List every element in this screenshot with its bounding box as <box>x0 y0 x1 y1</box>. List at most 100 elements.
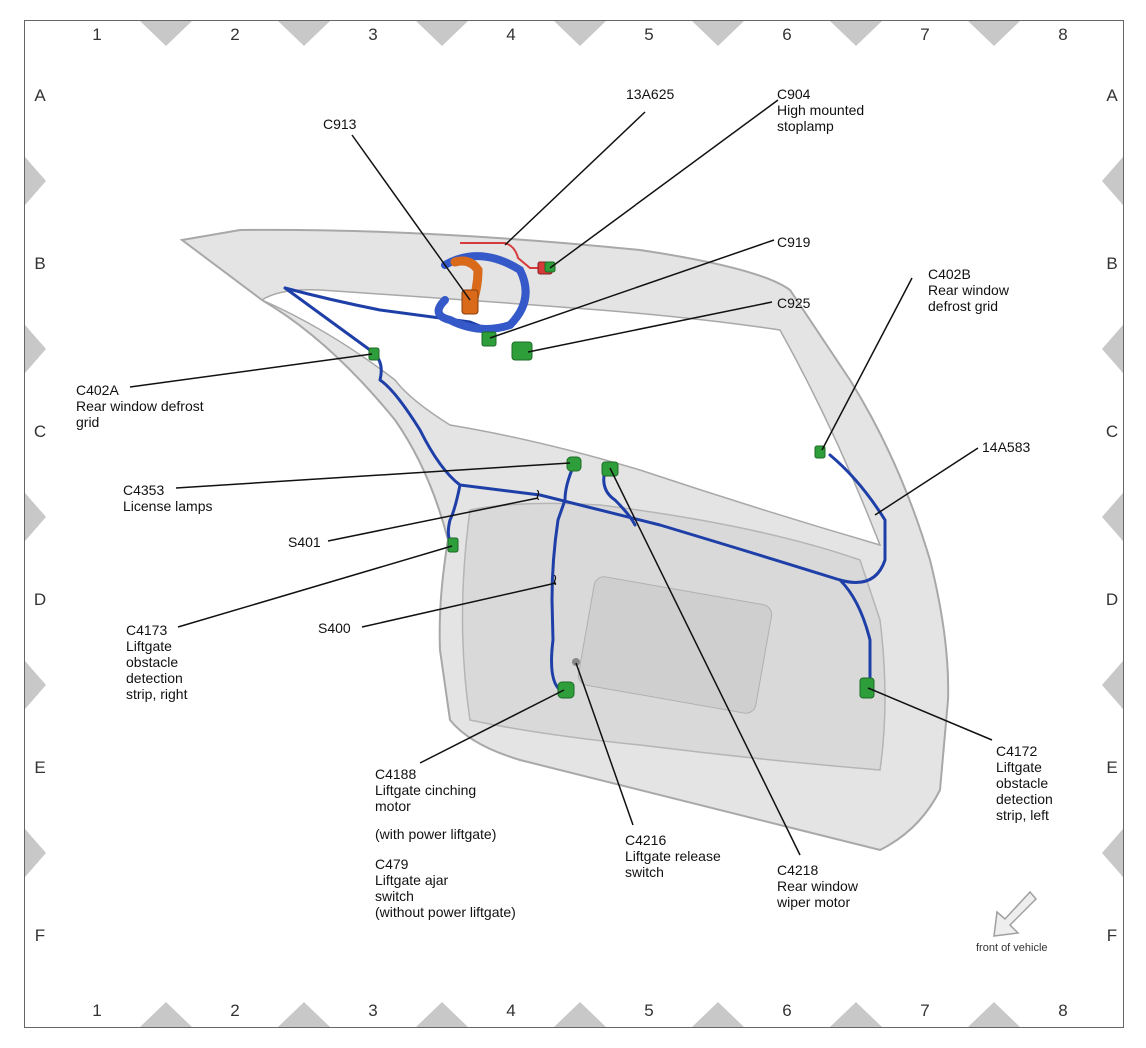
leader-c904 <box>549 99 779 269</box>
grid-row-label-right: D <box>1105 590 1119 609</box>
grid-marker <box>140 1002 192 1027</box>
label-c4218: C4218 Rear window wiper motor <box>777 862 858 910</box>
grid-marker <box>1102 493 1123 541</box>
leader-c913 <box>351 134 471 301</box>
grid-column-label-bottom: 1 <box>92 1001 102 1020</box>
grid-row-label-left: F <box>34 926 46 945</box>
label-13a625: 13A625 <box>626 86 675 102</box>
leader-c4216 <box>575 662 634 826</box>
label-c479: C479 Liftgate ajar switch (without power… <box>375 856 516 920</box>
grid-row-label-left: E <box>34 758 46 777</box>
grid-marker <box>968 1002 1020 1027</box>
grid-row-label-left: C <box>33 422 47 441</box>
grid-column-label-bottom: 7 <box>920 1001 930 1020</box>
grid-marker <box>278 21 330 46</box>
grid-column-label-bottom: 2 <box>230 1001 240 1020</box>
splices: ≀ ≀ <box>535 485 558 589</box>
grid-markers <box>25 21 1123 1027</box>
leader-c4172 <box>867 687 993 741</box>
connector-c4173 <box>447 537 459 553</box>
license-plate-recess <box>577 576 773 714</box>
grid-marker <box>25 829 46 877</box>
leader-c402a <box>129 353 373 388</box>
liftgate-panel <box>179 228 950 852</box>
grid-column-label-top: 1 <box>92 25 102 44</box>
grid-marker <box>25 325 46 373</box>
grid-marker <box>692 1002 744 1027</box>
grid-row-label-right: E <box>1106 758 1118 777</box>
leader-c4188 <box>419 689 565 764</box>
grid-column-label-bottom: 4 <box>506 1001 516 1020</box>
connector-c919 <box>481 331 497 347</box>
grid-row-label-left: A <box>34 86 46 105</box>
grid-marker <box>25 157 46 205</box>
label-c904: C904 High mounted stoplamp <box>777 86 865 134</box>
grid-marker <box>416 1002 468 1027</box>
leader-c4173 <box>177 545 453 628</box>
grid-marker <box>830 21 882 46</box>
grid-marker <box>968 21 1020 46</box>
grid-column-label-top: 4 <box>506 25 516 44</box>
label-14a583: 14A583 <box>982 439 1031 455</box>
connector-c925 <box>511 341 533 361</box>
grid-marker <box>278 1002 330 1027</box>
label-c402b: C402B Rear window defrost grid <box>928 266 1009 314</box>
splice-s400-mark: ≀ <box>552 570 558 589</box>
connector-c4353 <box>566 456 582 472</box>
label-c919: C919 <box>777 234 811 250</box>
leader-13a625 <box>504 111 646 246</box>
connector-c913 <box>461 289 479 315</box>
leader-c925 <box>527 301 773 353</box>
grid-column-label-top: 8 <box>1058 25 1068 44</box>
connector-c4188 <box>557 681 575 699</box>
harness-top-loop <box>434 252 530 333</box>
harness-red-stoplamp <box>460 242 548 269</box>
grid-column-label-bottom: 8 <box>1058 1001 1068 1020</box>
grid-row-label-right: A <box>1106 86 1118 105</box>
grid-marker <box>140 21 192 46</box>
grid-column-label-top: 3 <box>368 25 378 44</box>
leader-s401 <box>327 497 539 542</box>
grid-column-label-top: 7 <box>920 25 930 44</box>
connector-c4216 <box>572 658 580 666</box>
rear-window-opening <box>260 288 882 547</box>
grid-marker <box>554 21 606 46</box>
grid-row-label-right: B <box>1106 254 1118 273</box>
diagram-frame <box>24 20 1124 1028</box>
grid-marker <box>25 493 46 541</box>
grid-column-label-bottom: 6 <box>782 1001 792 1020</box>
connector-c904 <box>544 261 556 273</box>
label-c913: C913 <box>323 116 357 132</box>
grid-marker <box>692 21 744 46</box>
grid-row-label-right: F <box>1106 926 1118 945</box>
grid-marker <box>1102 325 1123 373</box>
grid-marker <box>554 1002 606 1027</box>
connector-c4172 <box>859 677 875 699</box>
label-s401: S401 <box>288 534 321 550</box>
leader-c402b <box>821 277 913 451</box>
grid-marker <box>25 661 46 709</box>
splice-s401-mark: ≀ <box>535 485 541 504</box>
label-c4188: C4188 Liftgate cinching motor <box>375 766 477 814</box>
leader-lines <box>129 99 993 856</box>
grid-column-label-bottom: 5 <box>644 1001 654 1020</box>
grid-row-label-left: D <box>33 590 47 609</box>
leader-c4353 <box>175 462 571 489</box>
label-c4353: C4353 License lamps <box>123 482 213 514</box>
leader-c919 <box>489 239 775 339</box>
label-c402a: C402A Rear window defrost grid <box>76 382 204 430</box>
grid-column-label-top: 5 <box>644 25 654 44</box>
label-c4188-note: (with power liftgate) <box>375 826 497 842</box>
label-c4173: C4173 Liftgate obstacle detection strip,… <box>126 622 188 702</box>
connectors <box>368 261 875 699</box>
leader-s400 <box>361 582 557 628</box>
label-front-of-vehicle: front of vehicle <box>976 942 1048 954</box>
label-s400: S400 <box>318 620 351 636</box>
leader-c4218 <box>609 467 801 856</box>
grid-marker <box>830 1002 882 1027</box>
leader-14a583 <box>874 447 979 516</box>
grid-marker <box>1102 157 1123 205</box>
label-c4216: C4216 Liftgate release switch <box>625 832 721 880</box>
label-c4172: C4172 Liftgate obstacle detection strip,… <box>996 743 1053 823</box>
